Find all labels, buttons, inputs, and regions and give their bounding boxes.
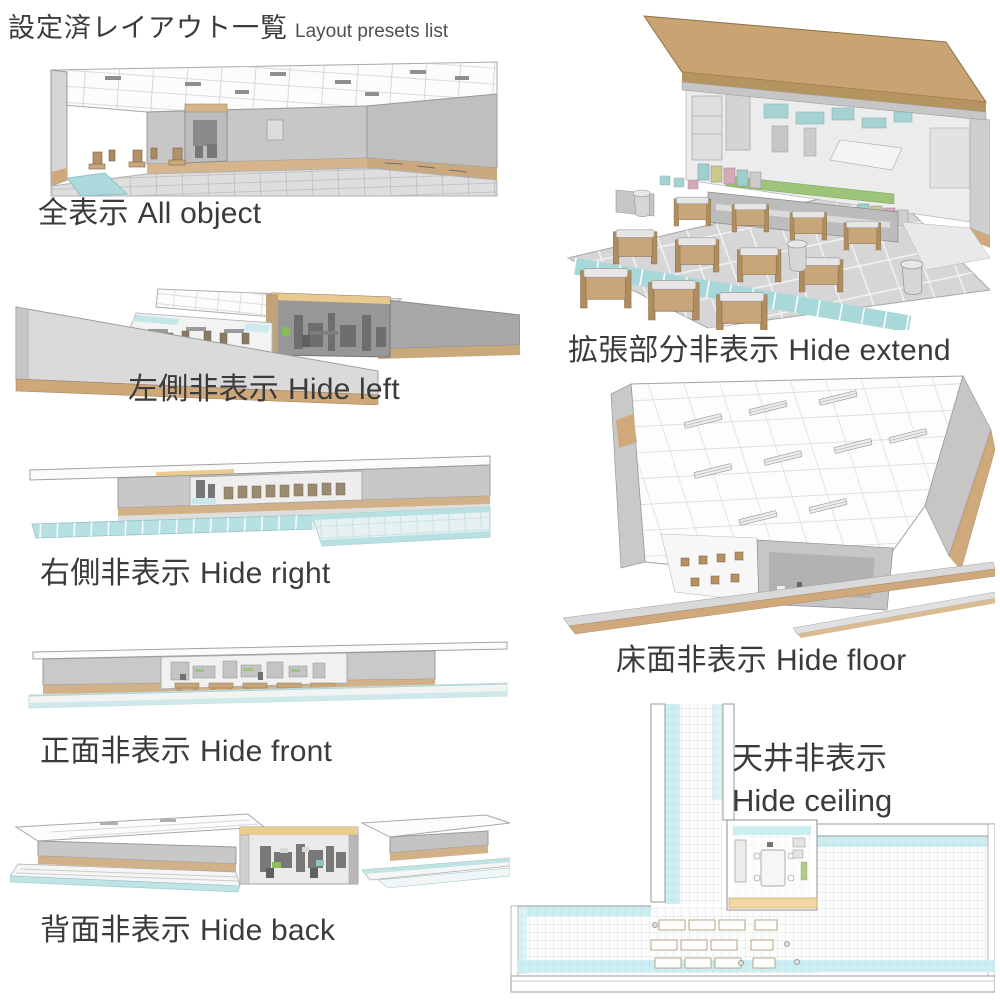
cut-room-interior	[239, 826, 359, 885]
cut-interior	[189, 470, 363, 507]
counter-plan	[728, 897, 818, 909]
cut-kitchen	[160, 652, 348, 690]
preset-caption-hide-right: 右側非表示 Hide right	[40, 554, 330, 593]
page-title-jp: 設定済レイアウト一覧	[8, 13, 288, 43]
chairs	[88, 147, 186, 170]
preset-caption-hide-back: 背面非表示 Hide back	[40, 911, 335, 950]
light-fixtures	[683, 390, 928, 526]
preset-thumbnail-hide-ceiling	[505, 700, 995, 998]
caption-en: Hide floor	[776, 644, 907, 677]
caption-en: Hide left	[288, 373, 400, 406]
chairs-row	[660, 533, 762, 603]
preset-caption-hide-front: 正面非表示 Hide front	[40, 732, 332, 771]
render-hide-right	[29, 455, 491, 547]
cut-room-interior	[266, 292, 391, 358]
render-hide-back	[10, 813, 510, 893]
kitchen-room-plan	[726, 819, 818, 911]
preset-thumbnail-hide-back	[10, 810, 510, 898]
render-hide-front	[28, 641, 508, 709]
floors	[10, 857, 510, 893]
caption-en: Hide back	[200, 914, 336, 947]
caption-en: All object	[137, 197, 262, 230]
render-hide-ceiling	[510, 703, 995, 993]
ceiling-lights	[105, 70, 469, 96]
preset-caption-hide-floor: 床面非表示 Hide floor	[616, 641, 906, 680]
caption-en: Hide front	[200, 735, 333, 768]
page-title: 設定済レイアウト一覧 Layout presets list	[8, 6, 448, 45]
preset-thumbnail-hide-right	[20, 440, 500, 558]
caption-en: Hide ceiling	[732, 782, 893, 818]
caption-en: Hide right	[200, 557, 331, 590]
outer-wall-band	[510, 975, 995, 993]
roof	[642, 15, 988, 121]
caption-jp: 全表示	[38, 197, 129, 230]
caption-jp: 右側非表示	[40, 557, 191, 590]
caption-jp: 拡張部分非表示	[568, 334, 780, 367]
right-wing	[816, 823, 995, 977]
caption-jp: 正面非表示	[40, 735, 191, 768]
render-hide-extend	[566, 15, 990, 330]
right-wall	[377, 298, 520, 359]
serving-counter	[184, 103, 228, 164]
render-hide-floor	[562, 375, 995, 638]
preset-thumbnail-hide-left	[10, 283, 520, 405]
caption-jp: 左側非表示	[128, 373, 279, 406]
kitchen-equipment	[763, 103, 913, 129]
preset-caption-hide-ceiling: 天井非表示 Hide ceiling	[732, 738, 892, 822]
floor	[50, 167, 498, 197]
walls-from-below	[610, 375, 995, 571]
preset-caption-hide-left: 左側非表示 Hide left	[128, 370, 400, 409]
caption-jp: 背面非表示	[40, 914, 191, 947]
caption-jp: 天井非表示	[732, 741, 887, 776]
caption-jp: 床面非表示	[616, 644, 767, 677]
foreground-wall	[15, 306, 379, 405]
preset-thumbnail-hide-floor	[553, 366, 995, 638]
walls	[37, 830, 489, 872]
corridor	[650, 703, 735, 904]
edge-on-walls	[562, 561, 995, 638]
floor	[28, 682, 508, 709]
preset-thumbnail-hide-front	[15, 638, 510, 722]
caption-en: Hide extend	[788, 334, 951, 367]
preset-thumbnail-hide-extend	[558, 8, 990, 330]
render-all-object	[50, 61, 498, 197]
page-title-en: Layout presets list	[295, 21, 449, 42]
preset-thumbnail-all-object	[35, 60, 505, 197]
stools-plan	[652, 922, 800, 966]
render-hide-left	[15, 288, 520, 405]
roof-plane	[32, 641, 508, 660]
